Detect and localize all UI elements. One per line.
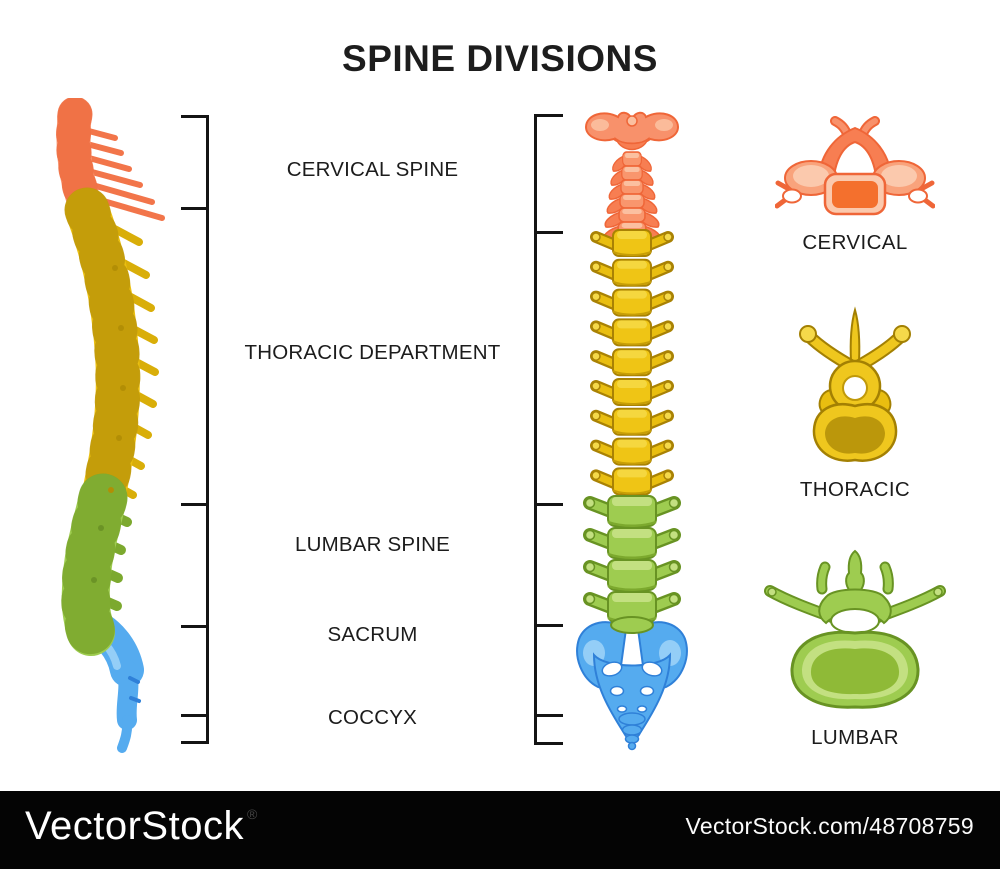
label-cervical-spine: CERVICAL SPINE xyxy=(286,158,459,181)
label-thoracic-department: THORACIC DEPARTMENT xyxy=(244,341,501,364)
lateral-cervical-processes xyxy=(82,127,165,221)
lateral-spine-illustration xyxy=(56,98,165,753)
page-title: SPINE DIVISIONS xyxy=(342,38,658,79)
label-thoracic-vertebra: THORACIC xyxy=(799,478,911,501)
posterior-spine-illustration xyxy=(576,111,688,751)
watermark-brand-text: VectorStock xyxy=(25,804,244,848)
posterior-sacrum xyxy=(576,621,688,751)
bracket-line xyxy=(534,114,537,745)
bracket-tick xyxy=(181,625,209,628)
bracket-tick xyxy=(535,624,563,627)
bracket-tick xyxy=(535,714,563,717)
label-lumbar-vertebra: LUMBAR xyxy=(811,726,899,749)
lateral-column xyxy=(56,98,141,657)
label-lumbar-spine: LUMBAR SPINE xyxy=(294,533,451,556)
posterior-coccyx xyxy=(618,712,646,751)
bracket-tick xyxy=(535,503,563,506)
label-sacrum: SACRUM xyxy=(327,623,418,646)
bracket-tick xyxy=(181,115,209,118)
bracket-tick xyxy=(181,714,209,717)
lumbar-vertebra-illustration xyxy=(764,549,946,709)
bracket-tick xyxy=(181,207,209,210)
bracket-tick xyxy=(535,114,563,117)
bracket-tick xyxy=(535,231,563,234)
label-coccyx: COCCYX xyxy=(328,706,417,729)
posterior-cervical xyxy=(584,111,680,242)
watermark-url: VectorStock.com/48708759 xyxy=(685,813,974,839)
thoracic-vertebra-illustration xyxy=(799,306,911,462)
bracket-tick xyxy=(535,742,563,745)
bracket-tick xyxy=(181,741,209,744)
bracket-tick xyxy=(181,503,209,506)
posterior-thoracic xyxy=(592,230,672,494)
registered-mark: ® xyxy=(246,806,258,822)
cervical-vertebra-illustration xyxy=(775,116,935,216)
posterior-lumbar xyxy=(586,496,679,634)
watermark-brand: VectorStock® xyxy=(25,804,258,849)
watermark-bar: VectorStock® VectorStock.com/48708759 xyxy=(0,791,1000,869)
label-cervical-vertebra: CERVICAL xyxy=(802,231,908,254)
bracket-line xyxy=(206,115,209,744)
